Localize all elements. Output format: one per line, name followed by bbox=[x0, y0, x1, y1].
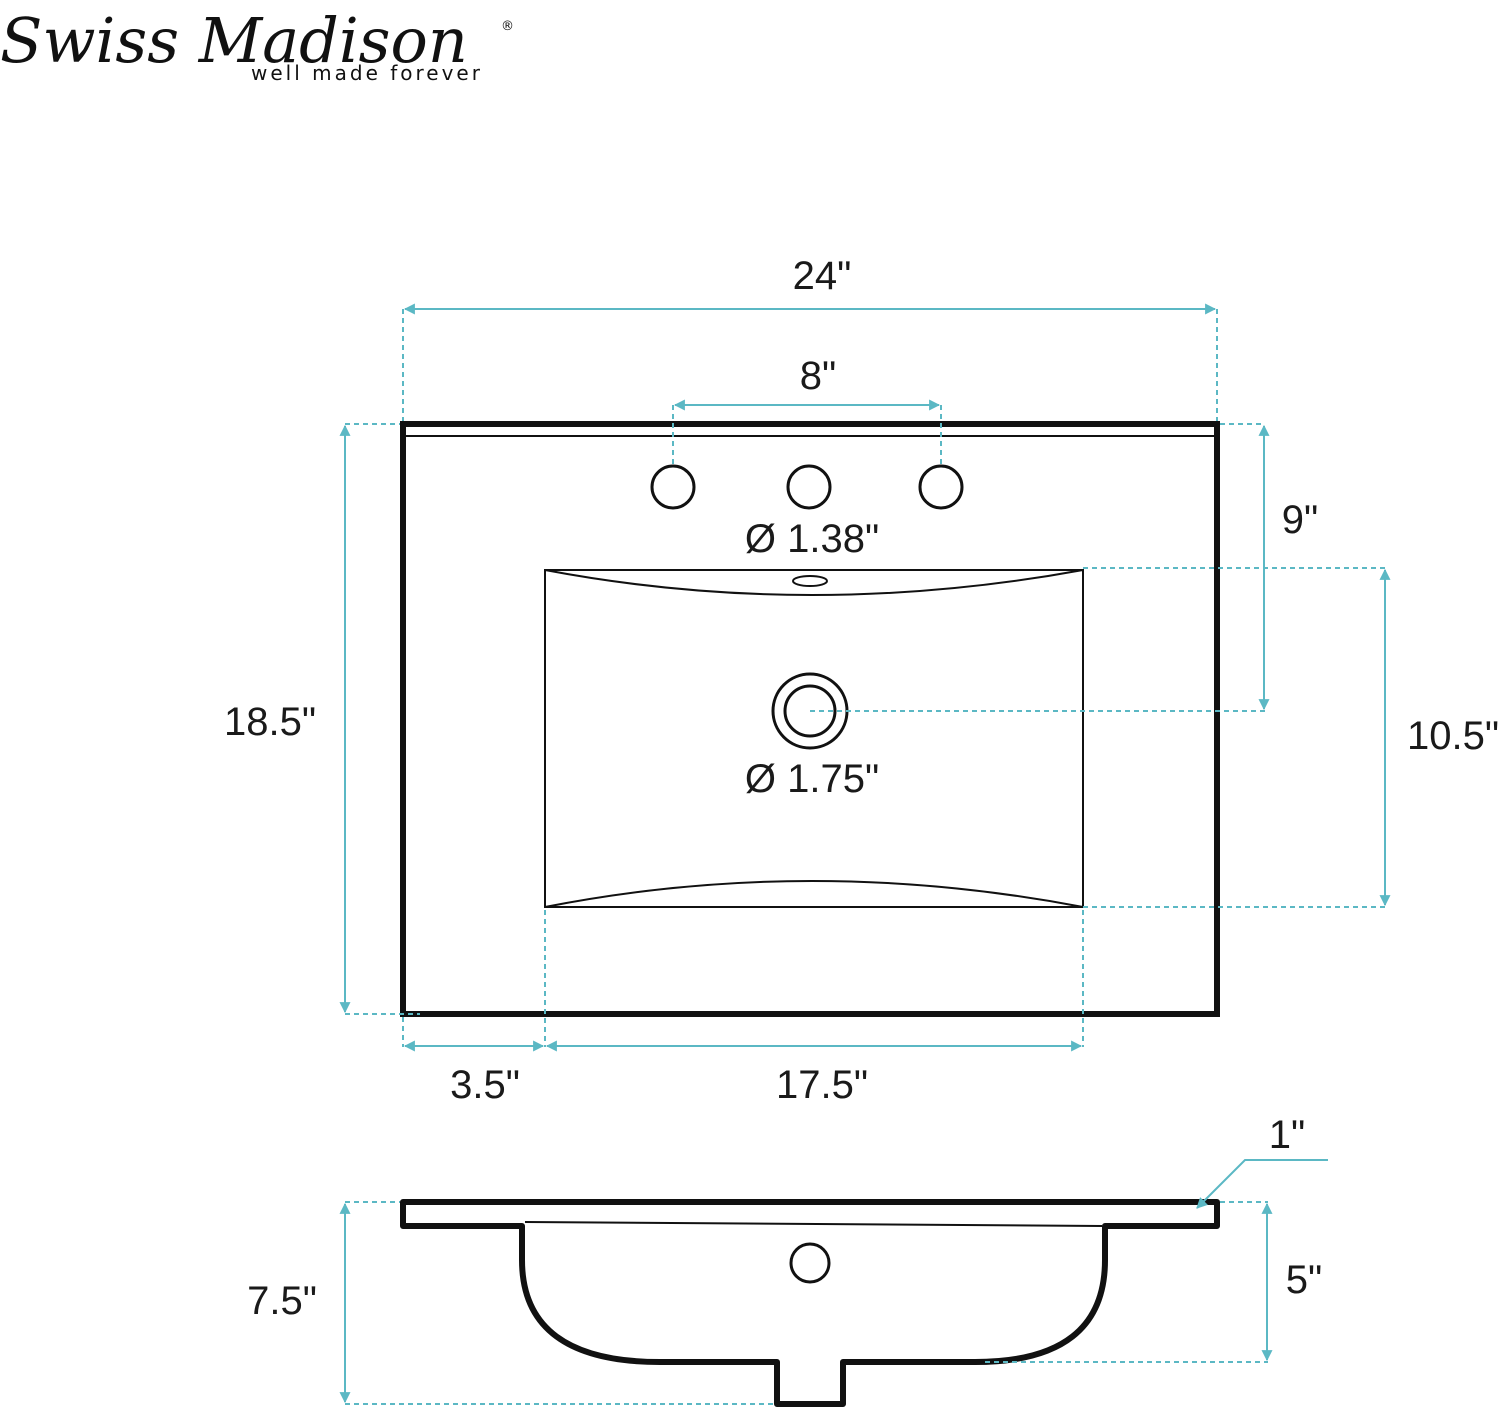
bowl-depth-label: 5" bbox=[1286, 1258, 1322, 1302]
logo-wordmark: Swiss Madison bbox=[0, 4, 468, 77]
overall-depth-label: 18.5" bbox=[224, 700, 316, 744]
overflow-hole-side bbox=[789, 1242, 831, 1284]
faucet-hole-left bbox=[650, 464, 696, 510]
overflow-hole bbox=[792, 575, 828, 587]
brand-logo: Swiss Madison ® well made forever bbox=[0, 4, 514, 85]
faucet-spread-label: 8" bbox=[800, 354, 836, 398]
drain-diameter-label: Ø 1.75" bbox=[745, 757, 879, 801]
left-offset-label: 3.5" bbox=[450, 1063, 520, 1107]
top-view bbox=[400, 421, 1220, 1017]
bowl-rim-line bbox=[524, 1221, 1103, 1227]
basin-back-slope bbox=[544, 569, 1084, 596]
basin-front-slope bbox=[544, 880, 1084, 908]
basin-width-label: 17.5" bbox=[776, 1063, 868, 1107]
overall-height-label: 7.5" bbox=[247, 1279, 317, 1323]
sink-side-profile bbox=[400, 1199, 1220, 1407]
deck-thickness-leader bbox=[1196, 1159, 1328, 1209]
side-view-dimensions bbox=[339, 1159, 1328, 1405]
back-to-drain-label: 9" bbox=[1282, 498, 1318, 542]
side-view bbox=[400, 1199, 1220, 1407]
faucet-hole-center bbox=[786, 464, 832, 510]
countertop-outline bbox=[400, 421, 1220, 1017]
logo-tagline: well made forever bbox=[251, 61, 483, 85]
faucet-hole-right bbox=[918, 464, 964, 510]
top-view-dimensions bbox=[339, 303, 1391, 1052]
overall-width-label: 24" bbox=[793, 254, 852, 298]
basin-depth-label: 10.5" bbox=[1407, 714, 1499, 758]
logo-registered-mark: ® bbox=[501, 19, 514, 34]
drain-inner bbox=[783, 684, 837, 738]
faucet-hole-diameter-label: Ø 1.38" bbox=[745, 517, 879, 561]
basin-outline bbox=[544, 569, 1084, 908]
deck-thickness-label: 1" bbox=[1269, 1113, 1305, 1157]
